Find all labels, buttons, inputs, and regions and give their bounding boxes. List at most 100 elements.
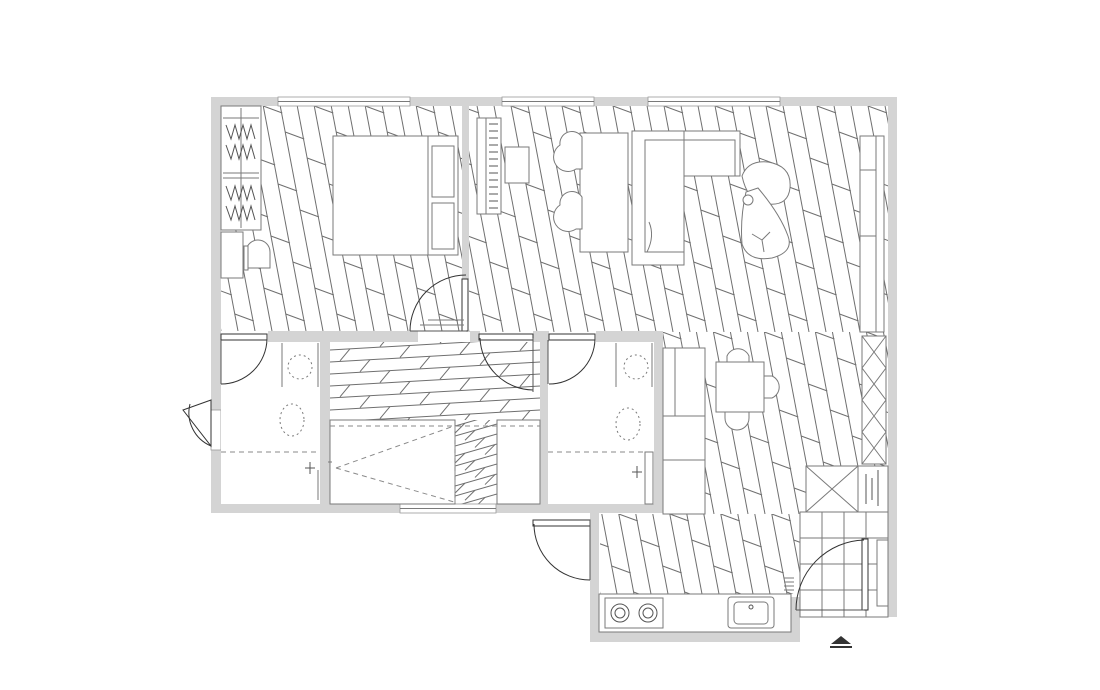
bedroom [220,105,459,279]
plank-joint [445,261,462,269]
plank-line [510,106,555,332]
plank-joint [831,183,852,192]
plank-joint [801,435,821,444]
plank-joint [793,539,800,543]
wall-cabinet [859,135,885,333]
plank-joint [720,461,741,470]
plank-joint [684,591,692,594]
plank-line [330,397,540,411]
sofa [631,130,741,266]
side-door [182,399,212,448]
plank-joint [464,429,476,441]
plank-joint [633,591,641,594]
dressing-table [220,231,271,279]
plank-line [527,106,572,332]
plank-joint [479,388,491,402]
plank-joint [787,131,808,140]
plank-joint [469,235,487,244]
plank-line [330,385,540,399]
bathroom-right-door [547,333,596,385]
plank-line [455,473,497,487]
plank-joint [584,313,604,322]
plank-joint [314,287,335,296]
plank-line [771,514,788,594]
plank-joint [815,332,835,340]
plank-line [455,420,478,427]
plank-joint [336,313,356,322]
plank-joint [519,342,528,351]
plank-joint [519,374,531,387]
plank-joint [839,313,859,322]
plank-joint [474,437,486,448]
plank-joint [499,363,511,377]
plank-joint [510,106,531,114]
plank-joint [795,261,815,270]
plank-line [330,349,540,363]
piano [476,117,530,215]
plank-joint [764,565,784,574]
dining-area [662,335,889,618]
bedroom-door [409,274,469,332]
plank-joint [663,332,682,340]
plank-joint [808,383,828,392]
plank-line [900,332,935,514]
plank-joint [511,287,531,296]
plank-joint [161,106,180,113]
hall-floor-hatch-lower [455,420,497,504]
plank-line [635,514,652,594]
plank-joint [786,591,794,594]
plank-joint [640,539,660,548]
bathroom-left [221,343,320,504]
plank-joint [343,261,364,270]
plank-joint [234,313,254,322]
plank-line [455,483,497,497]
plank-joint [339,384,351,398]
plank-joint [499,399,511,413]
plank-joint [263,106,283,114]
plank-joint [183,132,202,139]
plank-joint [314,106,334,114]
plank-joint [838,131,859,140]
plank-joint [750,435,770,444]
plank-joint [533,313,553,322]
plank-line [765,106,810,332]
plank-joint [469,290,480,296]
plank-line [652,514,669,594]
plank-joint [816,106,837,114]
plank-line [296,106,341,331]
plank-joint [764,332,784,340]
plank-joint [693,261,713,270]
plank-line [262,106,307,331]
plank-line [799,106,844,332]
plank-line [601,514,618,594]
cooktop [604,597,664,629]
plank-joint [561,106,582,114]
plank-line [788,514,800,576]
plank-line [330,373,540,387]
plank-joint [387,313,407,322]
plank-joint [737,313,757,322]
double-bed [332,135,459,256]
desk-table [553,131,629,253]
plank-joint [359,395,371,409]
plank-joint [591,261,611,270]
plank-joint [613,287,633,296]
plank-line [455,453,497,467]
plank-line [469,150,504,332]
lounge-chair [741,161,791,260]
plank-joint [927,236,946,243]
bathroom-right [548,343,654,505]
plank-joint [365,106,385,114]
doors [182,274,869,611]
plank-joint [399,381,411,394]
plank-joint [532,131,553,140]
plank-joint [824,235,844,244]
plank-joint [299,209,320,218]
plank-joint [455,482,466,494]
plank-joint [766,287,786,296]
entry-door [795,538,869,611]
plank-joint [399,345,411,358]
plank-joint [474,467,486,478]
plank-joint [489,261,509,270]
